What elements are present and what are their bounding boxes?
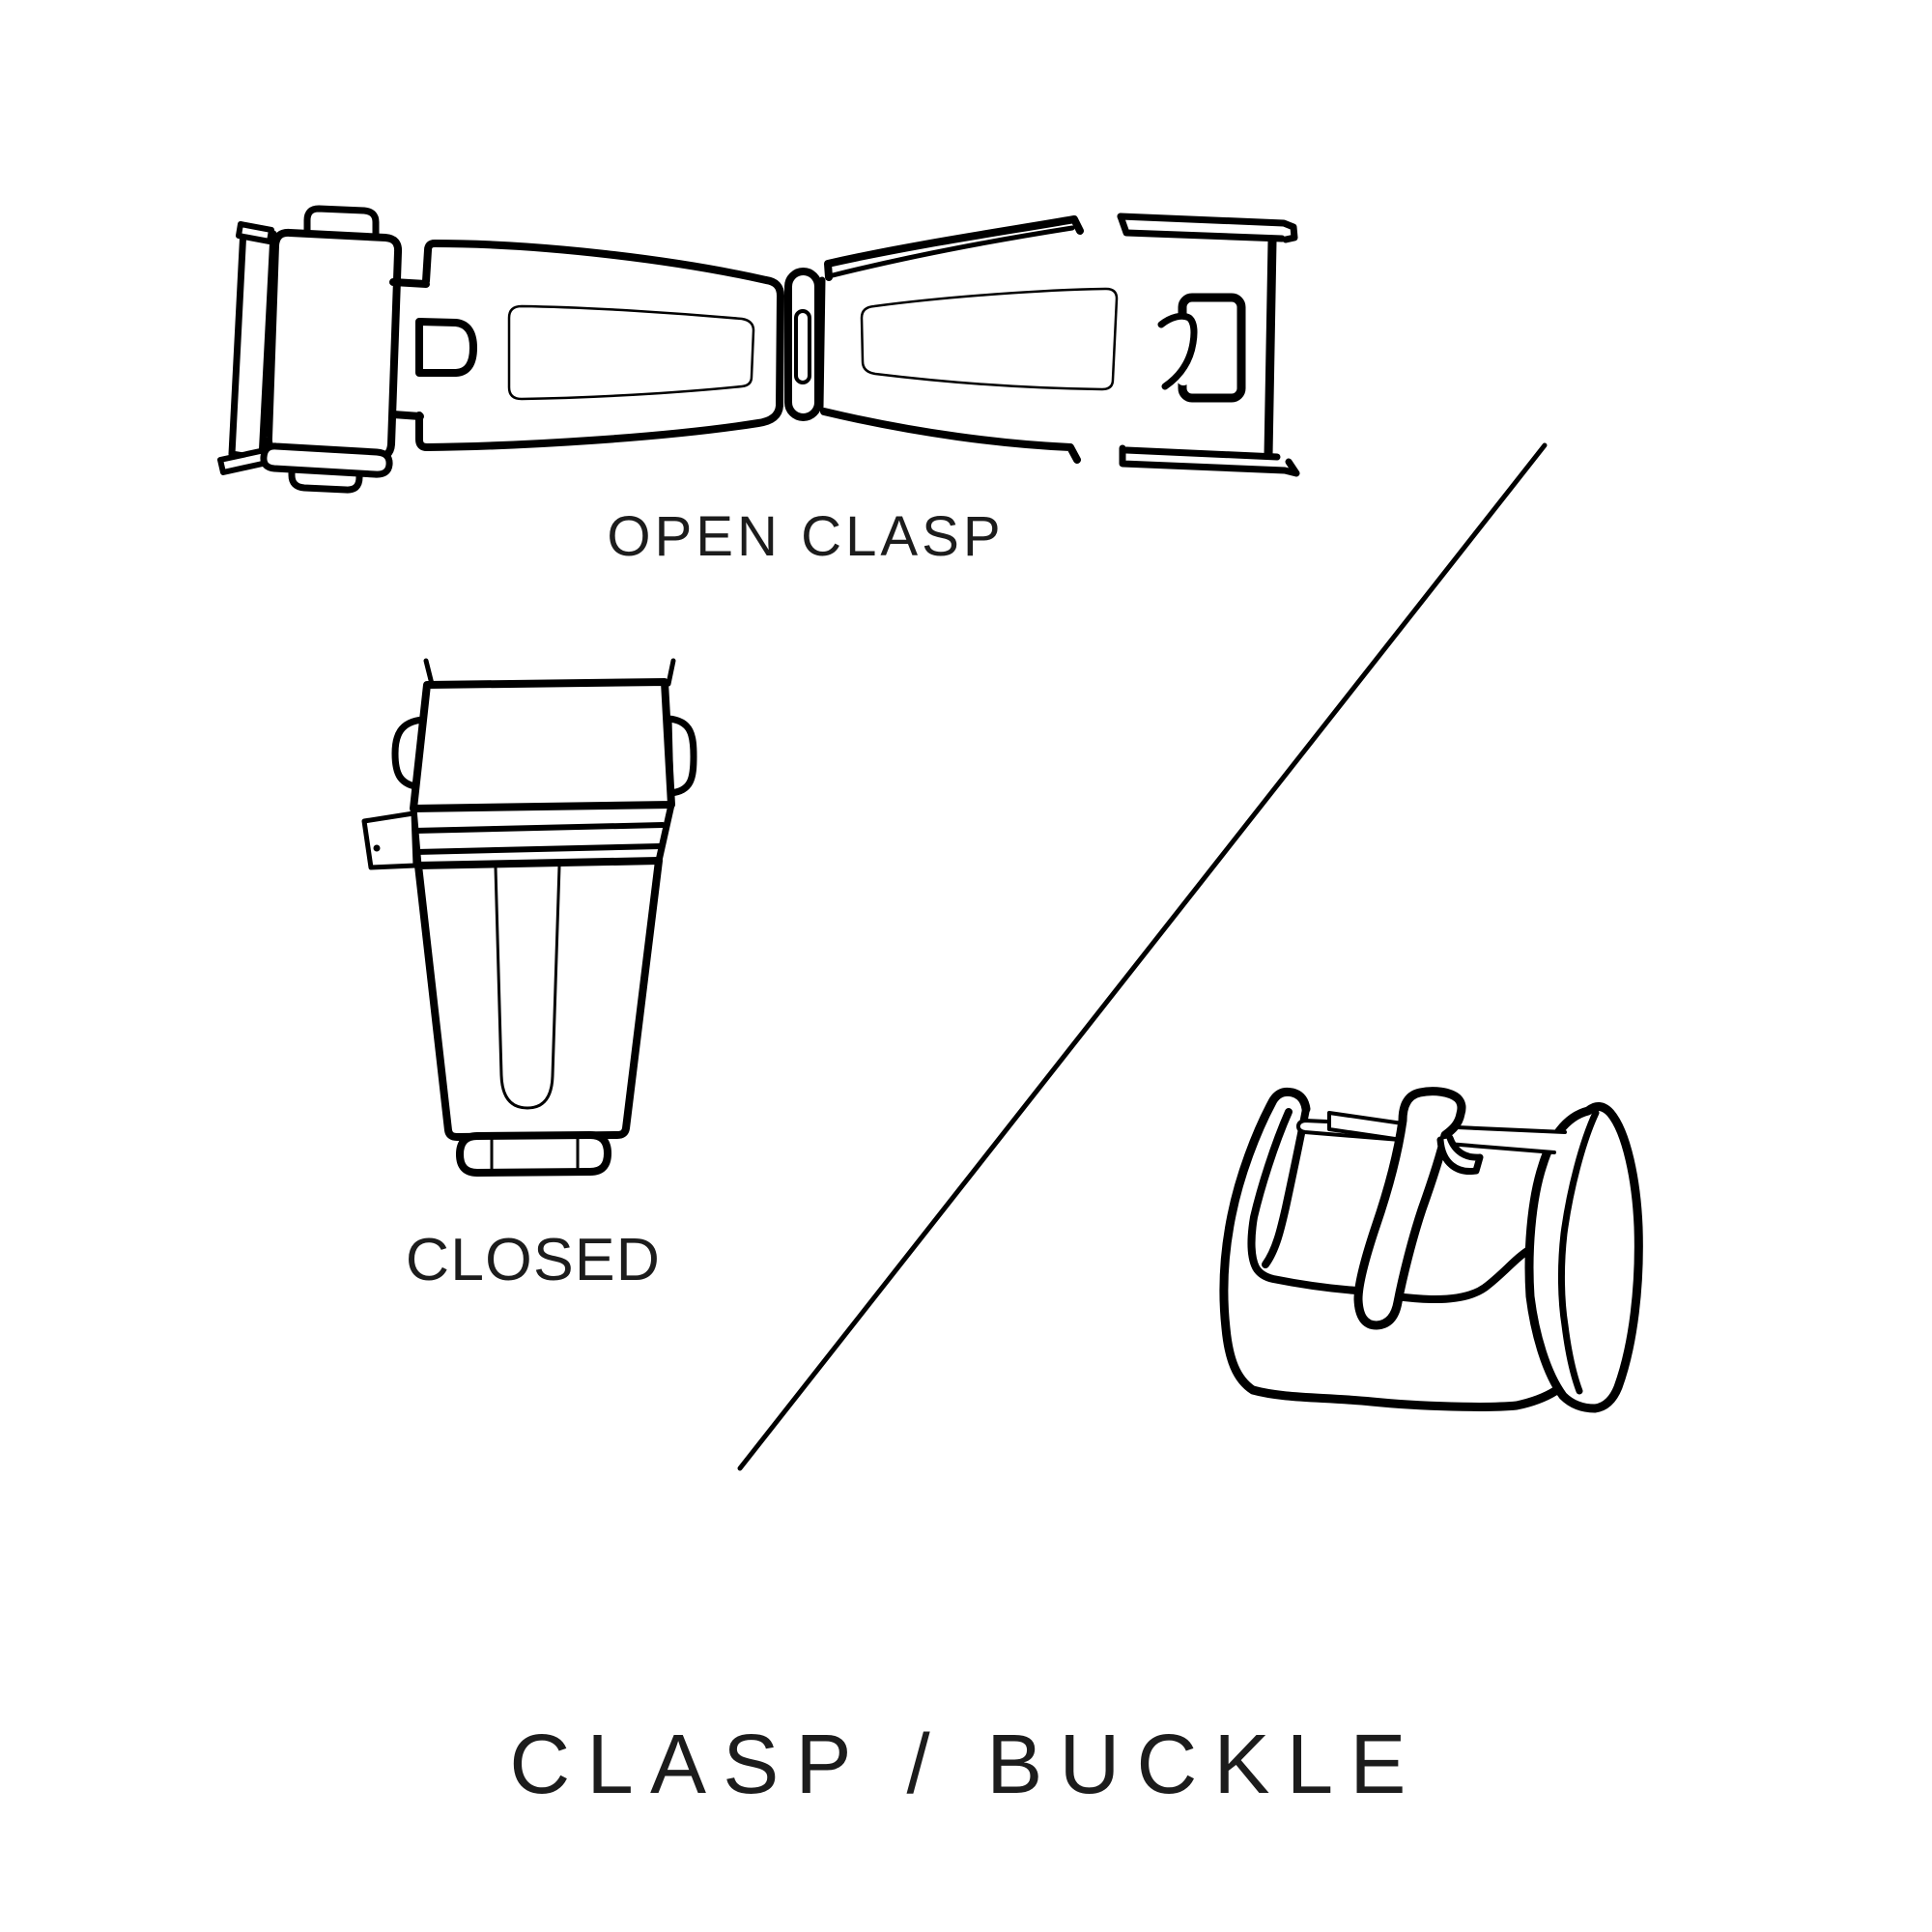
svg-text:CLASP / BUCKLE: CLASP / BUCKLE [509,1718,1422,1811]
svg-text:OPEN CLASP: OPEN CLASP [607,505,1004,568]
svg-text:CLOSED: CLOSED [406,1226,661,1293]
